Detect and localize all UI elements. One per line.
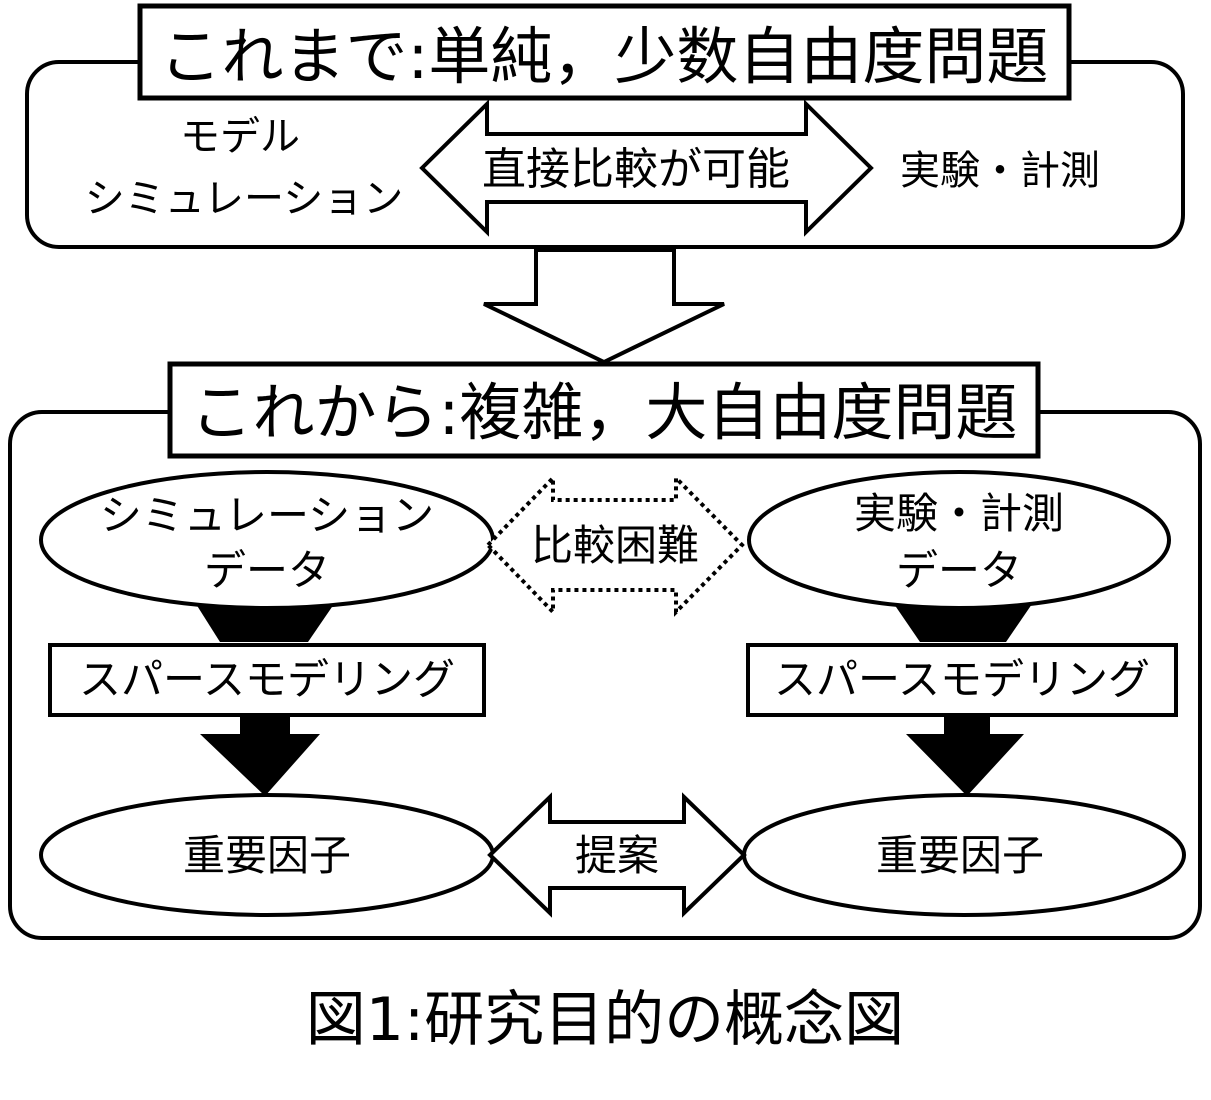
experiment-data-line1: 実験・計測	[854, 489, 1064, 538]
experiment-data-ellipse	[747, 470, 1171, 610]
right-key-factors-label: 重要因子	[876, 831, 1044, 880]
proposal-arrow	[487, 792, 747, 918]
left-key-factors-label: 重要因子	[183, 831, 351, 880]
direct-compare-label: 直接比較が可能	[482, 144, 790, 195]
model-label: モデル	[180, 114, 300, 160]
top-title-box	[137, 3, 1072, 101]
left-sparse-modeling-label: スパースモデリング	[79, 655, 455, 704]
left-result-arrow	[200, 714, 320, 796]
simulation-data-line1: シミュレーション	[100, 491, 434, 540]
proposal-label: 提案	[575, 831, 659, 880]
simulation-label: シミュレーション	[85, 176, 403, 222]
left-sparse-modeling-box	[48, 643, 486, 717]
transition-down-arrow	[483, 248, 725, 365]
right-sparse-modeling-label: スパースモデリング	[774, 655, 1150, 704]
top-title: これまで:単純，少数自由度問題	[160, 20, 1049, 93]
experiment-label: 実験・計測	[900, 148, 1100, 194]
right-funnel	[894, 604, 1032, 642]
compare-difficult-label: 比較困難	[531, 521, 699, 570]
compare-difficult-arrow	[485, 473, 745, 617]
figure-caption: 図1:研究目的の概念図	[306, 985, 904, 1055]
bottom-title: これから:複雑，大自由度問題	[191, 376, 1018, 449]
direct-compare-arrow	[419, 99, 874, 237]
left-funnel	[196, 604, 334, 642]
bottom-title-box	[167, 361, 1041, 459]
right-result-arrow	[906, 714, 1024, 796]
right-sparse-modeling-box	[746, 643, 1178, 717]
experiment-data-line2: データ	[896, 546, 1022, 595]
simulation-data-line2: データ	[204, 546, 330, 595]
